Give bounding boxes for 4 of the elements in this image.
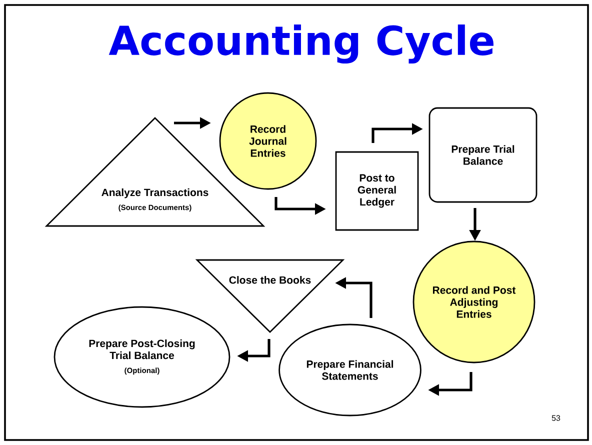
page-number: 53 [552,415,560,421]
title: Accounting Cycle [108,24,494,64]
process-box: Post to General Ledger [335,151,419,231]
process-box: Prepare Trial Balance [428,107,538,203]
